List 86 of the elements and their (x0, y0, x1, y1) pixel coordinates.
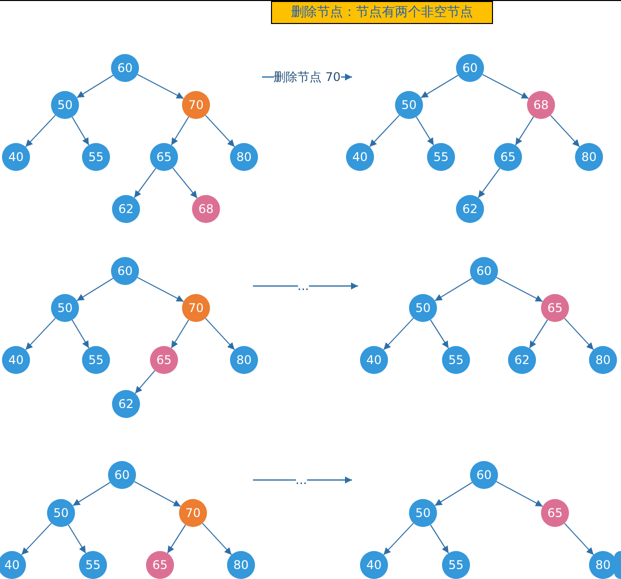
arrow (416, 116, 434, 146)
tree-node-circle: 40 (360, 551, 388, 579)
tree-node-circle: 60 (111, 54, 139, 82)
arrow (529, 319, 548, 349)
arrow (420, 74, 459, 98)
tree-node-circle: 62 (456, 195, 484, 223)
tree-node-circle: 70 (182, 294, 210, 322)
tree-node-circle: 55 (82, 346, 110, 374)
arrow (170, 116, 190, 146)
tree-node-circle: 50 (409, 499, 437, 527)
step-label: 删除节点 70 (274, 70, 341, 84)
arrow (205, 318, 235, 350)
arrow (134, 168, 156, 198)
tree-node-circle: 60 (470, 461, 498, 489)
arrow (25, 114, 56, 148)
tree-node-circle: 50 (51, 294, 79, 322)
tree-node-circle: 50 (47, 499, 75, 527)
arrow (21, 522, 52, 556)
tree-node-circle: 40 (360, 346, 388, 374)
tree-node-circle: 65 (541, 499, 569, 527)
arrow (136, 276, 184, 302)
arrow (383, 522, 414, 556)
tree-node-circle: 65 (541, 294, 569, 322)
tree-node-circle: 60 (111, 257, 139, 285)
tree-node-circle: 50 (409, 294, 437, 322)
tree-node-circle: 55 (427, 143, 455, 171)
tree-node-circle: 80 (589, 346, 617, 374)
arrow (430, 524, 449, 554)
arrow (134, 370, 156, 394)
tree-node-circle: 65 (146, 551, 174, 579)
title-banner: 删除节点：节点有两个非空节点 (271, 1, 493, 24)
tree-node-circle: 62 (508, 346, 536, 374)
tree-node-circle: 55 (442, 551, 470, 579)
arrow (68, 524, 86, 554)
arrow (482, 74, 530, 100)
tree-node-circle: 60 (456, 54, 484, 82)
tree-node-circle: 65 (494, 143, 522, 171)
tree-node-circle: 40 (2, 346, 30, 374)
arrow (205, 114, 235, 148)
arrow (550, 114, 580, 148)
tree-node-circle: 70 (182, 91, 210, 119)
tree-node-circle: 68 (192, 195, 220, 223)
arrow (72, 320, 90, 348)
tree-node-circle: 55 (82, 143, 110, 171)
arrow (25, 318, 56, 350)
tree-node-circle: 55 (79, 551, 107, 579)
arrow (383, 318, 414, 350)
arrow (76, 278, 114, 302)
arrow (564, 318, 594, 350)
arrow (434, 482, 473, 506)
tree-node-circle: 80 (575, 143, 603, 171)
arrow (478, 168, 500, 198)
arrow (496, 481, 544, 507)
tree-node-circle: 65 (150, 346, 178, 374)
tree-node-circle: 50 (395, 91, 423, 119)
arrow (136, 74, 184, 100)
tree-node-circle: 80 (230, 346, 258, 374)
tree-node-circle: 68 (527, 91, 555, 119)
arrow (167, 524, 186, 554)
tree-node-circle: 40 (2, 143, 30, 171)
arrow (134, 481, 182, 507)
arrow (564, 522, 594, 556)
arrow (434, 278, 473, 302)
tree-node-circle: 50 (51, 91, 79, 119)
arrow (496, 276, 544, 302)
tree-node-circle: 70 (179, 499, 207, 527)
tree-node-circle: 65 (150, 143, 178, 171)
tree-node-circle: 80 (227, 551, 255, 579)
arrow (515, 116, 534, 146)
arrow (72, 116, 90, 146)
arrow (72, 482, 111, 506)
tree-node-circle: 60 (470, 257, 498, 285)
arrow (172, 167, 198, 199)
tree-node-circle: 62 (112, 195, 140, 223)
tree-node-circle: 40 (0, 551, 26, 579)
tree-node-circle: 80 (230, 143, 258, 171)
tree-node-circle: 80 (589, 551, 617, 579)
arrow (430, 319, 449, 349)
arrow (76, 74, 114, 98)
arrow (202, 522, 232, 556)
tree-node-circle: 62 (112, 390, 140, 418)
tree-node-circle: 40 (346, 143, 374, 171)
tree-node-circle: 55 (442, 346, 470, 374)
arrow (170, 319, 190, 349)
arrow (369, 114, 400, 148)
tree-node-circle: 60 (108, 461, 136, 489)
